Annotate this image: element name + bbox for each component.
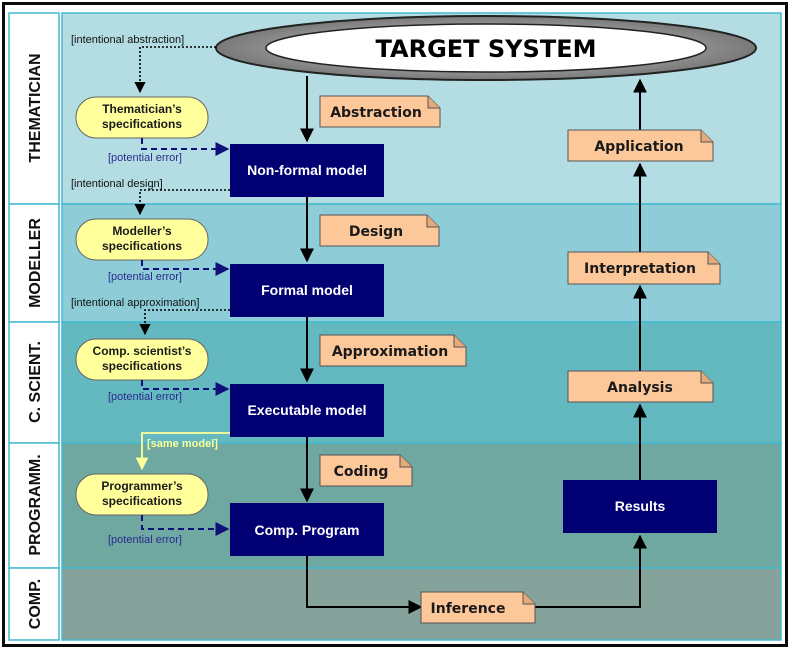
results-label: Results (615, 498, 666, 514)
executable-model-label: Executable model (247, 402, 366, 418)
nonformal-model-box: Non-formal model (230, 144, 384, 197)
label-potential-error-1: [potential error] (108, 152, 182, 164)
note-analysis: Analysis (567, 370, 714, 403)
spec-programmer-line2: specifications (102, 494, 182, 508)
spec-cscientist-line2: specifications (102, 359, 182, 373)
target-system-core (265, 23, 707, 73)
comp-program-box: Comp. Program (230, 503, 384, 556)
label-same-model: [same model] (147, 438, 218, 450)
lane-label-modeller: MODELLER (27, 218, 44, 308)
link-intentional-design (134, 189, 230, 216)
nonformal-model-label: Non-formal model (247, 162, 367, 178)
spec-thematician-line1: Thematician’s (102, 102, 182, 116)
note-abstraction-label: Abstraction (330, 105, 422, 121)
note-interpretation-label: Interpretation (584, 261, 696, 277)
spec-programmer-line1: Programmer’s (101, 479, 183, 493)
link-same-model (135, 432, 230, 471)
label-intentional-design: [intentional design] (71, 178, 163, 190)
results-box: Results (563, 480, 717, 533)
spec-thematician: Thematician’s specifications (75, 96, 209, 139)
label-intentional-abstraction: [intentional abstraction] (71, 34, 184, 46)
spec-programmer: Programmer’s specifications (75, 473, 209, 516)
note-inference-label: Inference (431, 601, 506, 617)
label-potential-error-3: [potential error] (108, 391, 182, 403)
link-error-programmer (141, 515, 230, 536)
note-coding-label: Coding (334, 464, 389, 480)
note-coding: Coding (319, 454, 413, 487)
spec-modeller: Modeller’s specifications (75, 218, 209, 261)
note-approximation-label: Approximation (332, 344, 448, 360)
comp-program-label: Comp. Program (254, 522, 359, 538)
link-error-thematician (141, 138, 230, 156)
link-intentional-approximation (139, 309, 230, 336)
note-abstraction: Abstraction (319, 95, 441, 128)
arrow-inference-to-results (535, 534, 647, 608)
note-interpretation: Interpretation (567, 251, 721, 285)
arrow-program-to-inference (306, 556, 423, 614)
label-potential-error-2: [potential error] (108, 271, 182, 283)
note-approximation: Approximation (319, 334, 467, 367)
spec-thematician-line2: specifications (102, 117, 182, 131)
executable-model-box: Executable model (230, 384, 384, 437)
formal-model-label: Formal model (261, 282, 353, 298)
spec-cscientist: Comp. scientist’s specifications (75, 338, 209, 381)
target-system-label: TARGET SYSTEM (376, 35, 597, 63)
formal-model-box: Formal model (230, 264, 384, 317)
lane-label-cscient: C. SCIENT. (27, 341, 44, 423)
link-error-cscientist (141, 380, 230, 396)
link-error-modeller (141, 260, 230, 276)
note-application: Application (567, 129, 714, 162)
note-analysis-label: Analysis (607, 380, 673, 396)
lane-label-comp: COMP. (27, 579, 44, 629)
label-potential-error-4: [potential error] (108, 534, 182, 546)
note-design-label: Design (349, 224, 403, 240)
note-application-label: Application (594, 139, 683, 155)
note-design: Design (319, 214, 440, 247)
note-inference: Inference (420, 591, 536, 624)
label-intentional-approximation: [intentional approximation] (71, 297, 199, 309)
spec-modeller-line2: specifications (102, 239, 182, 253)
link-intentional-abstraction (134, 46, 216, 94)
lane-label-thematician: THEMATICIAN (27, 53, 44, 162)
lane-label-programm: PROGRAMM. (27, 454, 44, 555)
spec-cscientist-line1: Comp. scientist’s (93, 344, 192, 358)
spec-modeller-line1: Modeller’s (112, 224, 172, 238)
